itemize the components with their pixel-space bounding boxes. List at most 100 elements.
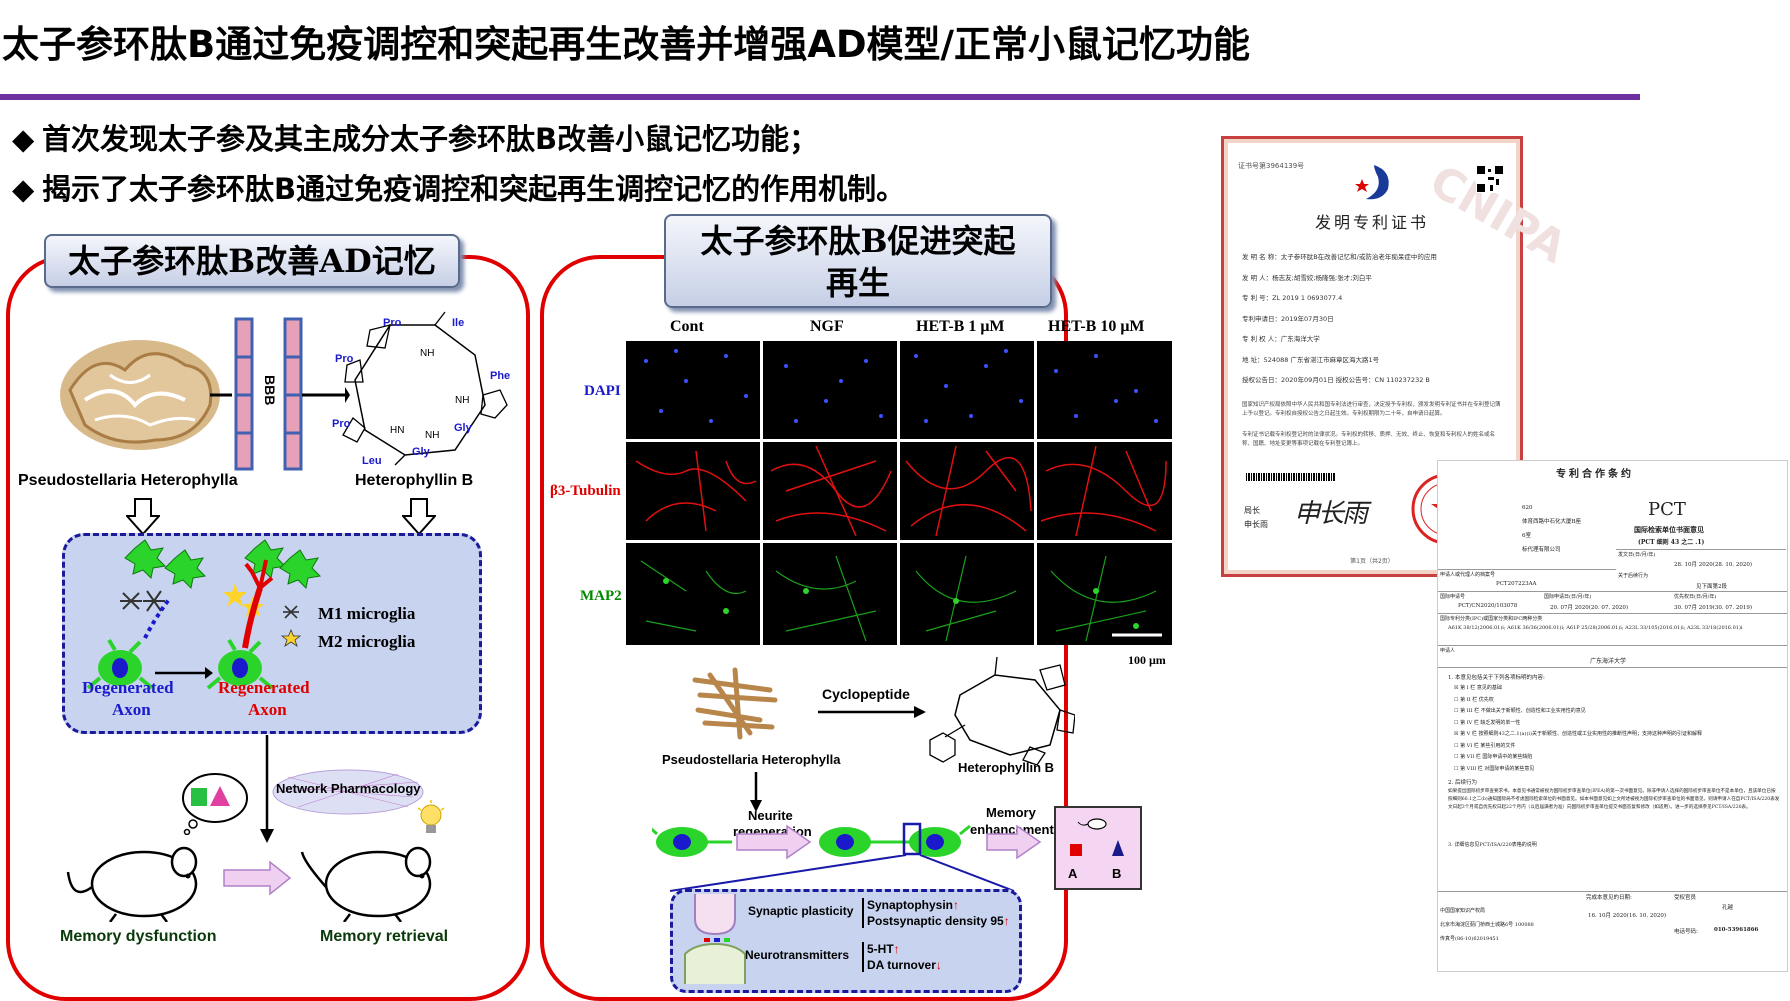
herb-name-label: Pseudostellaria Heterophylla [18, 472, 238, 489]
office-label: 中国国家知识产权局 [1440, 908, 1486, 914]
address-line: 6室 [1522, 533, 1531, 539]
thought-bubble-icon [182, 773, 248, 835]
row-label-dapi: DAPI [584, 383, 621, 399]
certificate-body-2: 专利证书记载专利权登记时的法律状况。专利权的转移、质押、无效、终止、恢复和专利权… [1242, 432, 1496, 447]
degenerated-axon-label: Axon [112, 700, 151, 719]
director-label: 局长 [1244, 506, 1260, 515]
heterophyllin-structure-right [929, 656, 1075, 765]
residue-label: Gly [412, 446, 430, 458]
item-row: ☐ 第 VII 栏 国际申请中的某些缺陷 [1454, 752, 1784, 764]
regenerated-label: Regenerated [218, 678, 310, 697]
neurotransmitters-label: Neurotransmitters [745, 948, 850, 962]
app-no-value: PCT/CN2020/103078 [1458, 603, 1518, 609]
checkbox-icon: ☒ [1454, 731, 1459, 737]
left-panel-title: 太子参环肽B改善AD记忆 [44, 234, 460, 288]
cyclopeptide-label: Cyclopeptide [822, 686, 910, 702]
field-line: 专利申请日：2019年07月30日 [1242, 314, 1334, 323]
row-label-map2: MAP2 [580, 588, 622, 604]
pct-subtitle-2: (PCT 细则 43 之二 .1) [1638, 539, 1705, 546]
bullet-1-text: 首次发现太子参及其主成分太子参环肽B改善小鼠记忆功能； [42, 122, 819, 156]
complete-date-value: 16. 10月 2020(16. 10. 2020) [1588, 913, 1667, 919]
item-text: 第 VI 栏 某些引用的文件 [1460, 742, 1516, 749]
memory-label: Memory [986, 805, 1036, 820]
pct-rule [1438, 645, 1787, 646]
bullet-2-text: 揭示了太子参环肽B通过免疫调控和突起再生调控记忆的作用机制。 [42, 172, 906, 206]
serotonin-label: 5-HT↑ [867, 942, 900, 956]
pct-rule [1438, 613, 1787, 614]
para2-text: 如果提出国际初步审查要求书，本意见书通常被视为国际初步审查单位(IPEA)的第一… [1448, 789, 1780, 810]
compound-name-label-right: Heterophyllin B [958, 760, 1055, 775]
column-header: HET-B 10 μM [1048, 318, 1145, 335]
m2-microglia-label: M2 microglia [318, 632, 416, 651]
items-list: ☒ 第 I 栏 意见的基础 ☐ 第 II 栏 优先权 ☐ 第 III 栏 不做出… [1454, 683, 1784, 775]
network-pharmacology-graphic [272, 769, 424, 815]
app-no-label: 国际申请号 [1440, 594, 1466, 600]
right-panel-title-line-2: 再生 [825, 264, 890, 302]
checkbox-icon: ☐ [1454, 708, 1459, 714]
mouse-dysfunction-icon [66, 846, 198, 922]
field-line: 发 明 名 称：太子参环肽B在改善记忆和/或防治老年痴呆症中的应用 [1242, 253, 1437, 261]
up-arrow-icon: ↑ [953, 898, 960, 912]
certificate-heading: 发明专利证书 [1314, 213, 1429, 232]
nh-label: NH [455, 395, 470, 406]
zoom-lines [669, 855, 1015, 892]
cnipa-logo-icon [1355, 165, 1389, 200]
microscopy-grid [626, 341, 1172, 645]
officer-name: 孔越 [1722, 905, 1734, 911]
item-text: 第 III 栏 不做出关于新颖性、创造性和工业实用性的意见 [1460, 708, 1586, 714]
pct-rule [1438, 591, 1787, 592]
pct-logo: PCT [1648, 499, 1686, 520]
compound-name-label: Heterophyllin B [355, 472, 474, 489]
certificate-body: 国家知识产权局依照中华人民共和国专利法进行审查，决定授予专利权，颁发发明专利证书… [1242, 402, 1501, 417]
tel-value: 010-53961866 [1714, 927, 1759, 933]
row-label-tubulin: β3-Tubulin [550, 483, 621, 499]
checkbox-icon: ☐ [1454, 719, 1459, 726]
item-text: 第 I 栏 意见的基础 [1460, 685, 1502, 691]
tel-label: 电话号码: [1674, 929, 1698, 935]
diamond-bullet-icon: ◆ [12, 172, 35, 206]
complete-date-label: 完成本意见的日期: [1586, 895, 1632, 901]
applicant-label: 申请人 [1440, 648, 1456, 654]
mouse-test-icon [1070, 818, 1124, 856]
field-line: 专 利 号：ZL 2019 1 0693077.4 [1242, 294, 1343, 302]
qr-code-icon [1476, 165, 1504, 193]
psd95-text: Postsynaptic density 95 [867, 914, 1004, 928]
network-pharmacology-label: Network Pharmacology [276, 781, 421, 796]
barcode [1246, 473, 1336, 481]
serotonin-text: 5-HT [867, 942, 894, 956]
box-b-label: B [1112, 866, 1122, 881]
item-row: ☐ 第 VIII 栏 对国际申请的某些意见 [1454, 764, 1784, 776]
pct-rule [1616, 549, 1786, 550]
field-line: 地 址：524088 广东省湛江市麻章区海大路1号 [1242, 355, 1380, 364]
nh-label: NH [420, 348, 435, 359]
herb-name-label-right: Pseudostellaria Heterophylla [662, 752, 841, 767]
action-label: 关于后续行为 [1618, 573, 1649, 579]
ipc-value: A61K 38/12(2006.01)i; A61K 36/36(2006.01… [1448, 625, 1743, 631]
residue-label: Phe [490, 370, 511, 382]
residue-label: Pro [383, 317, 402, 329]
nh-label: NH [425, 430, 440, 441]
bullet-2: ◆揭示了太子参环肽B通过免疫调控和突起再生调控记忆的作用机制。 [12, 166, 905, 208]
officer-label: 受权官员 [1674, 895, 1697, 901]
nh-label: HN [390, 425, 405, 436]
residue-label: Gly [454, 422, 472, 434]
certificate-fields: 发 明 名 称：太子参环肽B在改善记忆和/或防治老年痴呆症中的应用 发 明 人：… [1242, 247, 1504, 391]
column-header: HET-B 1 μM [916, 318, 1005, 335]
neurite-label: Neurite [748, 808, 793, 823]
item-row: ☐ 第 IV 栏 缺乏发明的单一性 [1454, 718, 1784, 730]
checkbox-icon: ☐ [1454, 696, 1459, 703]
memory-dysfunction-label: Memory dysfunction [60, 928, 217, 945]
item-row: ☐ 第 II 栏 优先权 [1454, 695, 1784, 707]
item-row: ☐ 第 VI 栏 某些引用的文件 [1454, 741, 1784, 753]
page-title: 太子参环肽B通过免疫调控和突起再生改善并增强AD模型/正常小鼠记忆功能 [2, 23, 1251, 66]
up-arrow-icon: ↑ [893, 942, 900, 956]
down-arrow-icon [750, 772, 762, 812]
right-arrow-icon [818, 706, 926, 718]
applicant-value: 广东海洋大学 [1590, 658, 1627, 665]
residue-label: Leu [362, 455, 382, 467]
director-name: 申长雨 [1244, 520, 1268, 529]
bracket-line [862, 942, 864, 972]
pct-top-title: 专利合作条约 [1556, 469, 1634, 480]
priority-label: 优先权日(日/月/年) [1674, 594, 1717, 600]
mouse-retrieval-icon [300, 846, 432, 922]
